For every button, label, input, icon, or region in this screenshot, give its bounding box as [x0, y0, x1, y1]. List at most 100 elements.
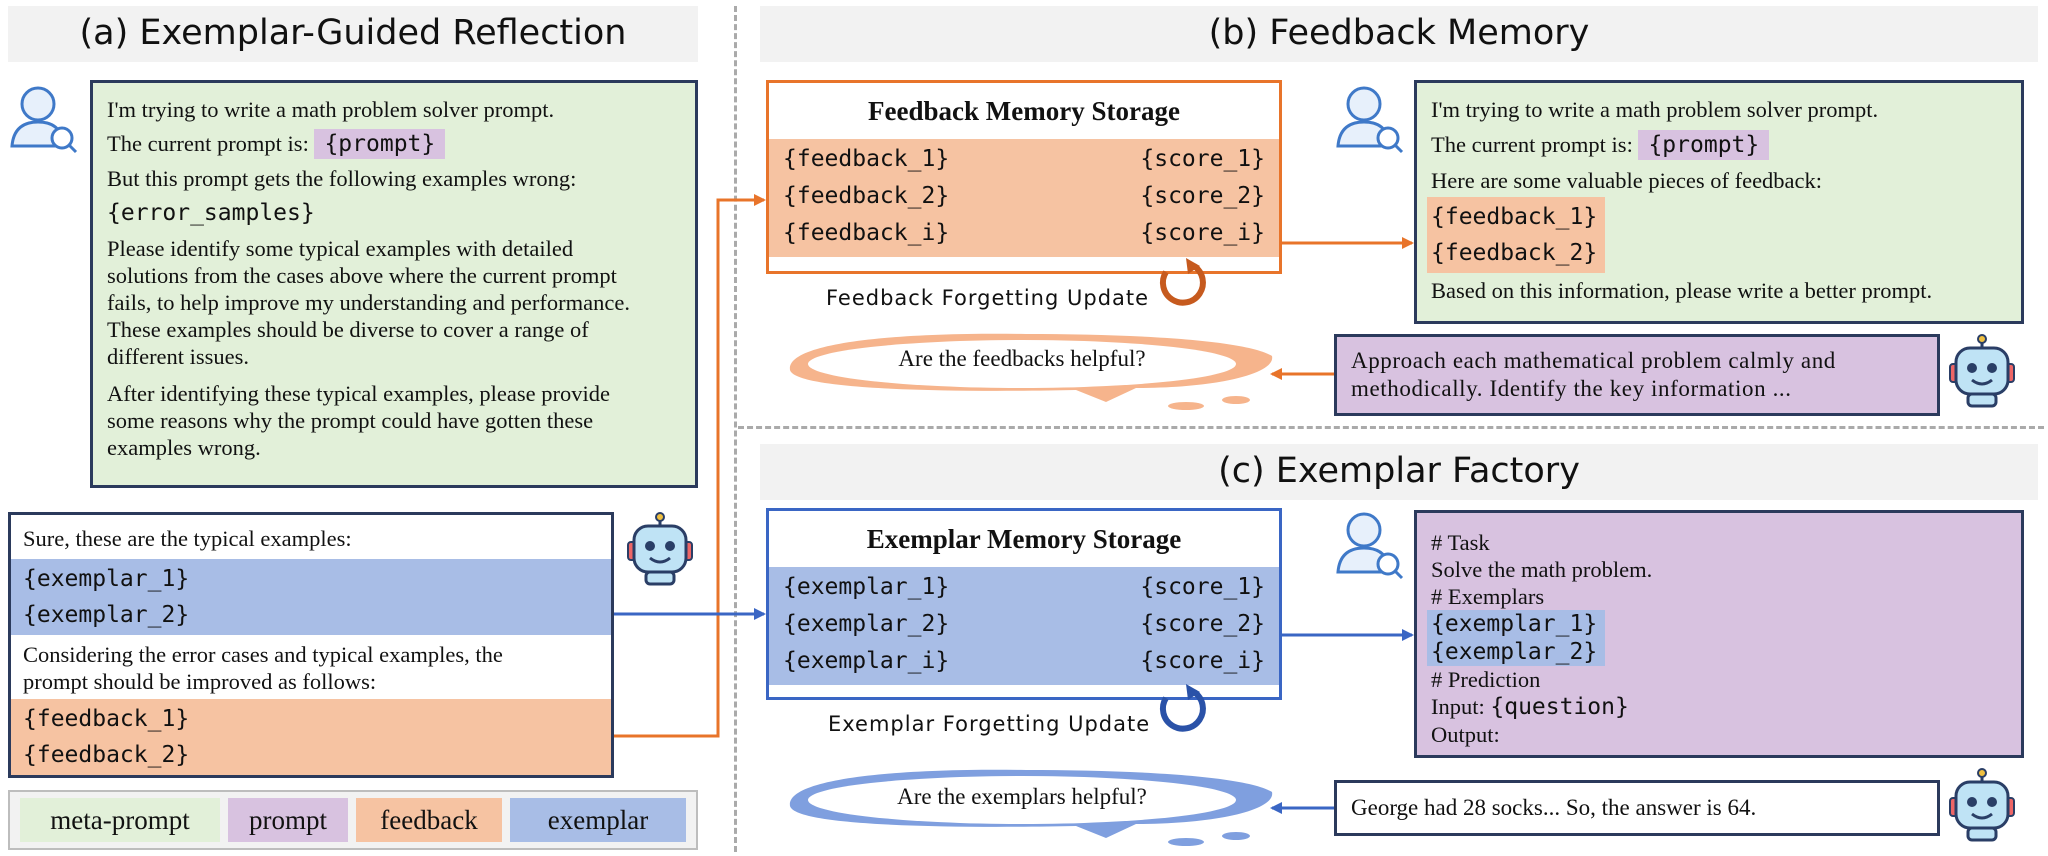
legend-prompt: prompt: [228, 798, 348, 842]
feedback-prompt-feedbacks: {feedback_1} {feedback_2}: [1427, 197, 1606, 273]
storage-key: {feedback_2}: [783, 183, 950, 209]
storage-score: {score_i}: [1140, 220, 1265, 246]
prompt-token: {prompt}: [1638, 130, 1770, 160]
storage-row: {feedback_1} {score_1}: [769, 141, 1279, 178]
exemplar-storage-title: Exemplar Memory Storage: [866, 524, 1182, 554]
response-feedbacks: {feedback_1} {feedback_2}: [11, 699, 611, 775]
prompt-token: {prompt}: [314, 129, 446, 159]
thought-cloud: [789, 333, 1273, 410]
user-icon: [1336, 86, 1404, 154]
exemplar-update-label: Exemplar Forgetting Update: [828, 712, 1151, 736]
text-line: some reasons why the prompt could have g…: [107, 408, 594, 433]
thought-cloud: [789, 769, 1273, 846]
exemplar-question: Are the exemplars helpful?: [897, 784, 1147, 809]
response-middle: Considering the error cases and typical …: [11, 635, 611, 699]
feedback-prompt-line-2-prefix: The current prompt is:: [1431, 132, 1633, 157]
storage-row: {exemplar_2} {score_2}: [769, 606, 1279, 643]
robot-icon: [1949, 768, 2015, 842]
response-box: Sure, these are the typical examples: {e…: [8, 512, 614, 778]
meta-line-2: The current prompt is: {prompt}: [107, 125, 681, 163]
task-header: # Task: [1431, 530, 1490, 555]
answer-text: George had 28 socks... So, the answer is…: [1351, 795, 1757, 820]
exemplar-storage-rows: {exemplar_1} {score_1} {exemplar_2} {sco…: [769, 567, 1279, 685]
panel-a-title: (a) Exemplar-Guided Reflection: [8, 6, 698, 62]
exemplar-1-token: {exemplar_1}: [23, 566, 190, 592]
exemplar-2-token: {exemplar_2}: [23, 602, 190, 628]
storage-score: {score_2}: [1140, 183, 1265, 209]
prediction-header: # Prediction: [1431, 667, 1541, 692]
text-line: solutions from the cases above where the…: [107, 263, 617, 288]
text-line: different issues.: [107, 344, 250, 369]
legend-feedback: feedback: [356, 798, 502, 842]
storage-row: {exemplar_1} {score_1}: [769, 569, 1279, 606]
text-line: Please identify some typical examples wi…: [107, 236, 574, 261]
input-line: Input: {question}: [1431, 693, 2007, 721]
robot-icon: [1949, 334, 2015, 408]
storage-key: {feedback_1}: [783, 146, 950, 172]
storage-score: {score_i}: [1140, 648, 1265, 674]
text-line: fails, to help improve my understanding …: [107, 290, 630, 315]
storage-row: {feedback_2} {score_2}: [769, 178, 1279, 215]
meta-line-3: But this prompt gets the following examp…: [107, 166, 577, 191]
meta-line-1: I'm trying to write a math problem solve…: [107, 97, 555, 122]
refresh-icon: [1159, 684, 1206, 732]
storage-row: {exemplar_i} {score_i}: [769, 643, 1279, 680]
response-intro: Sure, these are the typical examples:: [23, 526, 352, 551]
task-exemplars: {exemplar_1} {exemplar_2}: [1427, 610, 1606, 666]
feedback-1-token: {feedback_1}: [23, 706, 190, 732]
meta-para-2: After identifying these typical examples…: [107, 380, 681, 461]
text-line: These examples should be diverse to cove…: [107, 317, 589, 342]
output-line: Output:: [1431, 722, 1500, 747]
meta-para-1: Please identify some typical examples wi…: [107, 235, 681, 370]
feedback-2-token: {feedback_2}: [1431, 240, 1598, 266]
feedback-prompt-line-4: Based on this information, please write …: [1431, 278, 1933, 303]
legend-meta-prompt: meta-prompt: [20, 798, 220, 842]
exemplar-2-token: {exemplar_2}: [1431, 639, 1598, 665]
meta-line-2-prefix: The current prompt is:: [107, 131, 309, 156]
feedback-update-label: Feedback Forgetting Update: [826, 286, 1150, 310]
feedback-1-token: {feedback_1}: [1431, 204, 1598, 230]
feedback-2-token: {feedback_2}: [23, 742, 190, 768]
legend-exemplar: exemplar: [510, 798, 686, 842]
storage-score: {score_1}: [1140, 146, 1265, 172]
text-line: prompt should be improved as follows:: [23, 669, 377, 694]
feedback-storage-title: Feedback Memory Storage: [868, 96, 1180, 126]
vertical-divider: [734, 6, 737, 852]
robot-icon: [627, 512, 693, 586]
text-line: After identifying these typical examples…: [107, 381, 610, 406]
refresh-icon: [1159, 258, 1206, 306]
user-icon: [10, 86, 78, 154]
feedback-prompt-line-3: Here are some valuable pieces of feedbac…: [1431, 168, 1823, 193]
storage-score: {score_1}: [1140, 574, 1265, 600]
error-samples-token: {error_samples}: [107, 200, 315, 226]
exemplar-storage: Exemplar Memory Storage {exemplar_1} {sc…: [766, 508, 1282, 700]
feedback-prompt-line-2: The current prompt is: {prompt}: [1431, 125, 2007, 165]
feedback-question: Are the feedbacks helpful?: [898, 346, 1146, 371]
exemplars-header: # Exemplars: [1431, 584, 1545, 609]
optimized-prompt-line-1: Approach each mathematical problem calml…: [1351, 348, 1836, 373]
storage-row: {feedback_i} {score_i}: [769, 215, 1279, 252]
legend: meta-prompt prompt feedback exemplar: [8, 790, 698, 850]
input-prefix: Input:: [1431, 694, 1485, 719]
storage-score: {score_2}: [1140, 611, 1265, 637]
task-text: Solve the math problem.: [1431, 557, 1653, 582]
feedback-storage-rows: {feedback_1} {score_1} {feedback_2} {sco…: [769, 139, 1279, 257]
task-prompt-box: # Task Solve the math problem. # Exempla…: [1414, 510, 2024, 758]
response-exemplars: {exemplar_1} {exemplar_2}: [11, 559, 611, 635]
feedback-prompt-line-1: I'm trying to write a math problem solve…: [1431, 97, 1879, 122]
feedback-storage: Feedback Memory Storage {feedback_1} {sc…: [766, 80, 1282, 274]
question-token: {question}: [1490, 694, 1629, 720]
meta-prompt-box: I'm trying to write a math problem solve…: [90, 80, 698, 488]
panel-b-title: (b) Feedback Memory: [760, 6, 2038, 62]
text-line: examples wrong.: [107, 435, 261, 460]
exemplar-1-token: {exemplar_1}: [1431, 611, 1598, 637]
user-icon: [1336, 512, 1404, 580]
optimized-prompt-line-2: methodically. Identify the key informati…: [1351, 376, 1792, 401]
text-line: Considering the error cases and typical …: [23, 642, 503, 667]
panel-c-title: (c) Exemplar Factory: [760, 444, 2038, 500]
optimized-prompt-box: Approach each mathematical problem calml…: [1334, 334, 1940, 416]
storage-key: {feedback_i}: [783, 220, 950, 246]
storage-key: {exemplar_i}: [783, 648, 950, 674]
feedback-prompt-box: I'm trying to write a math problem solve…: [1414, 80, 2024, 324]
storage-key: {exemplar_2}: [783, 611, 950, 637]
